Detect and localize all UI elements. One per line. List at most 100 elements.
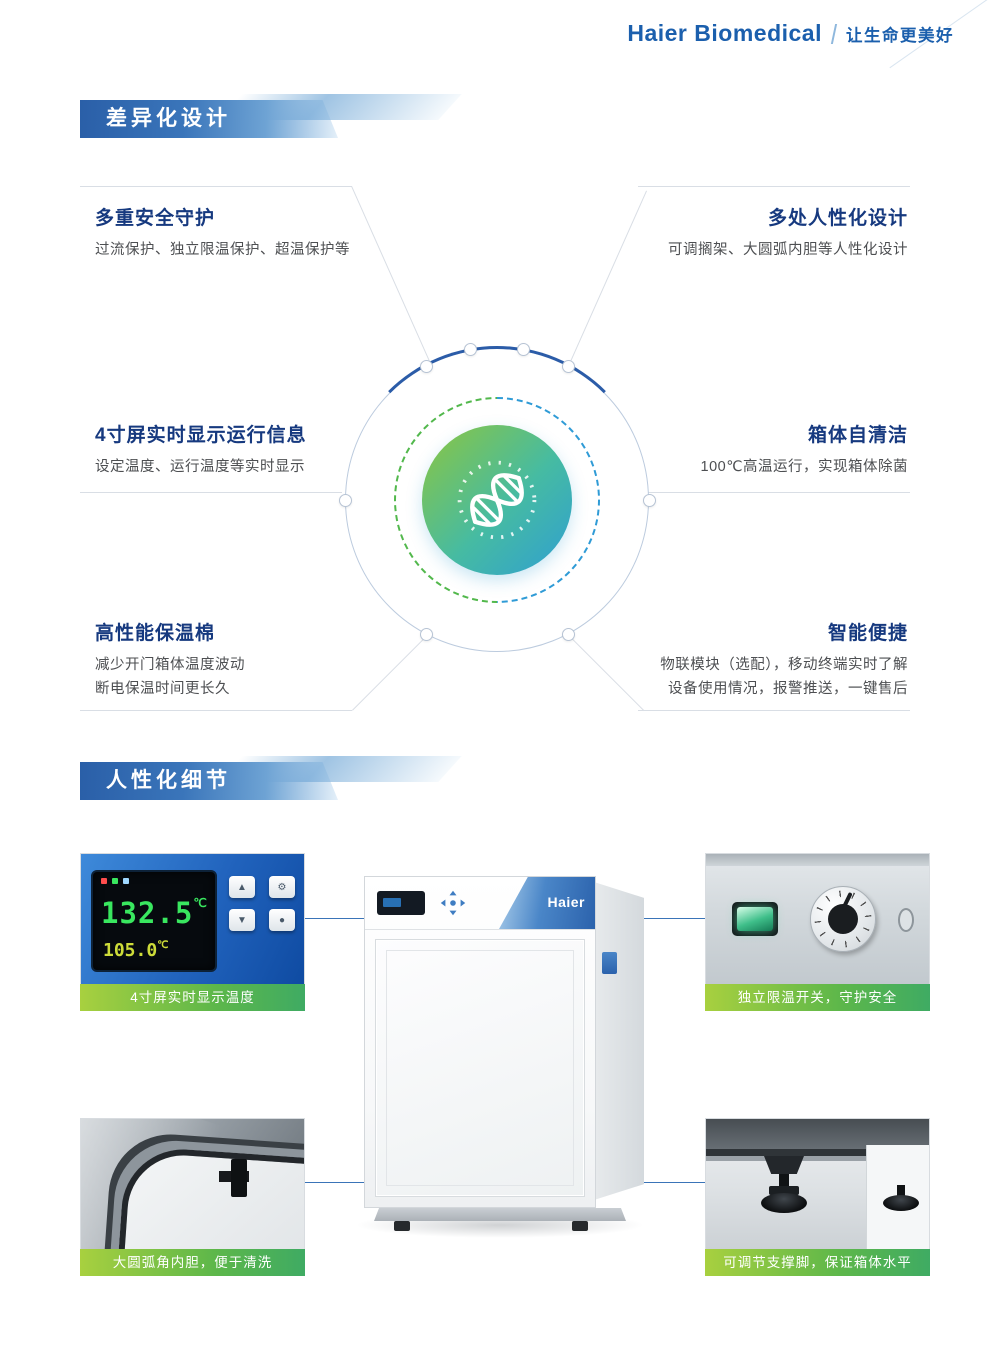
dna-icon <box>457 460 537 540</box>
section-banner-details: 人性化细节 <box>80 756 462 800</box>
photo-control-panel: 132.5℃ 105.0℃ ▲ ⚙ ▼ ● <box>80 853 305 984</box>
circle-node <box>464 343 477 356</box>
card-caption: 独立限温开关，守护安全 <box>705 984 930 1011</box>
feature-desc: 可调搁架、大圆弧内胆等人性化设计 <box>668 242 908 258</box>
detail-card-liner: 大圆弧角内胆，便于清洗 <box>80 1118 305 1276</box>
feature-desc: 物联模块（选配），移动终端实时了解 设备使用情况，报警推送，一键售后 <box>660 657 908 697</box>
product-connector-line <box>305 918 364 919</box>
product-mini-display <box>377 891 425 915</box>
dpad-icon <box>440 890 466 916</box>
card-caption: 大圆弧角内胆，便于清洗 <box>80 1249 305 1276</box>
lcd-set-value: 105.0℃ <box>103 940 168 961</box>
brand-divider <box>830 23 838 44</box>
feature-title: 多处人性化设计 <box>767 208 908 229</box>
detail-card-limit-switch: 独立限温开关，守护安全 <box>705 853 930 1011</box>
lcd-temperature-value: 132.5℃ <box>101 896 208 930</box>
panel-cutout <box>898 908 914 932</box>
lcd-unit: ℃ <box>157 940 169 951</box>
product-base-plinth <box>374 1208 626 1221</box>
circle-node <box>420 360 433 373</box>
detail-card-display: 132.5℃ 105.0℃ ▲ ⚙ ▼ ● 4寸屏实时显示温度 <box>80 853 305 1011</box>
adjustable-foot <box>883 1195 919 1211</box>
indicator-blue <box>123 878 129 884</box>
adjustable-foot <box>761 1193 807 1213</box>
brand-logo: Haier Biomedical 让生命更美好 <box>627 20 954 47</box>
cabinet-underside <box>706 1119 929 1149</box>
section-title-details: 人性化细节 <box>106 769 231 792</box>
feature-desc: 过流保护、独立限温保护、超温保护等 <box>95 242 350 258</box>
card-caption: 可调节支撑脚，保证箱体水平 <box>705 1249 930 1276</box>
switch-green-light <box>737 907 773 931</box>
connector-line <box>638 186 910 187</box>
product-control-strip: Haier <box>365 877 595 930</box>
feature-block-humanized-design: 多处人性化设计 可调搁架、大圆弧内胆等人性化设计 <box>508 203 908 263</box>
door-hinge <box>231 1159 247 1197</box>
connector-line <box>638 710 910 711</box>
circle-node <box>562 360 575 373</box>
center-badge <box>422 425 572 575</box>
photo-liner-corner <box>80 1118 305 1249</box>
limit-dial <box>810 886 876 952</box>
product-brand-logo: Haier <box>547 894 585 910</box>
brand-name: Haier Biomedical <box>627 20 822 47</box>
panel-button-down-icon: ▼ <box>229 909 255 931</box>
circle-node <box>420 628 433 641</box>
indicator-red <box>101 878 107 884</box>
product-blue-wedge: Haier <box>499 877 595 929</box>
banner-bar <box>80 100 338 138</box>
feature-desc: 设定温度、运行温度等实时显示 <box>95 459 305 475</box>
section-title-design: 差异化设计 <box>106 107 231 130</box>
feature-block-smart: 智能便捷 物联模块（选配），移动终端实时了解 设备使用情况，报警推送，一键售后 <box>508 618 908 702</box>
panel-button-group: ▲ ⚙ ▼ ● <box>229 876 295 931</box>
photo-adjustable-feet <box>705 1118 930 1249</box>
product-connector-line <box>644 1182 705 1183</box>
feature-block-self-clean: 箱体自清洁 100℃高温运行，实现箱体除菌 <box>508 420 908 480</box>
circle-node <box>562 628 575 641</box>
cabinet-underside-lip <box>706 1149 929 1156</box>
base-rail <box>706 1156 929 1161</box>
lcd-display: 132.5℃ 105.0℃ <box>91 870 217 972</box>
brand-biomedical-text: Biomedical <box>687 20 822 46</box>
circle-node <box>339 494 352 507</box>
feature-title: 4寸屏实时显示运行信息 <box>95 425 307 446</box>
foot-stem <box>779 1174 789 1188</box>
product-front-face: Haier <box>364 876 596 1208</box>
product-image-incubator: Haier <box>350 866 650 1238</box>
circle-node <box>643 494 656 507</box>
indicator-green <box>112 878 118 884</box>
banner-bar <box>80 762 338 800</box>
lcd-indicator-dots <box>101 878 129 884</box>
feature-desc: 减少开门箱体温度波动 断电保温时间更长久 <box>95 657 245 697</box>
detail-card-feet: 可调节支撑脚，保证箱体水平 <box>705 1118 930 1276</box>
feature-block-safety: 多重安全守护 过流保护、独立限温保护、超温保护等 <box>95 203 495 263</box>
feature-title: 多重安全守护 <box>95 208 216 229</box>
panel-edge <box>706 854 929 866</box>
foot-bracket <box>764 1156 804 1174</box>
brand-tagline: 让生命更美好 <box>846 26 954 45</box>
foot-stem <box>897 1185 905 1197</box>
connector-line <box>648 492 910 493</box>
section-banner-design: 差异化设计 <box>80 94 462 138</box>
product-connector-line <box>305 1182 364 1183</box>
feature-title: 智能便捷 <box>827 623 908 644</box>
panel-button-settings-icon: ⚙ <box>269 876 295 898</box>
panel-button-confirm-icon: ● <box>269 909 295 931</box>
panel-button-up-icon: ▲ <box>229 876 255 898</box>
feature-block-insulation: 高性能保温棉 减少开门箱体温度波动 断电保温时间更长久 <box>95 618 495 702</box>
product-door <box>375 939 585 1197</box>
feature-desc: 100℃高温运行，实现箱体除菌 <box>700 459 908 475</box>
feature-title: 箱体自清洁 <box>807 425 908 446</box>
outer-circle-arc <box>343 346 651 654</box>
product-connector-line <box>644 918 705 919</box>
product-foot <box>572 1221 588 1231</box>
connector-line <box>80 710 352 711</box>
product-blue-label <box>602 952 617 974</box>
product-side-face <box>594 882 644 1200</box>
product-foot <box>394 1221 410 1231</box>
lcd-top-value: 132.5 <box>101 896 194 930</box>
photo-limit-switch <box>705 853 930 984</box>
lcd-bottom-value: 105.0 <box>103 940 158 961</box>
connector-line <box>80 186 352 187</box>
feature-block-screen: 4寸屏实时显示运行信息 设定温度、运行温度等实时显示 <box>95 420 495 480</box>
